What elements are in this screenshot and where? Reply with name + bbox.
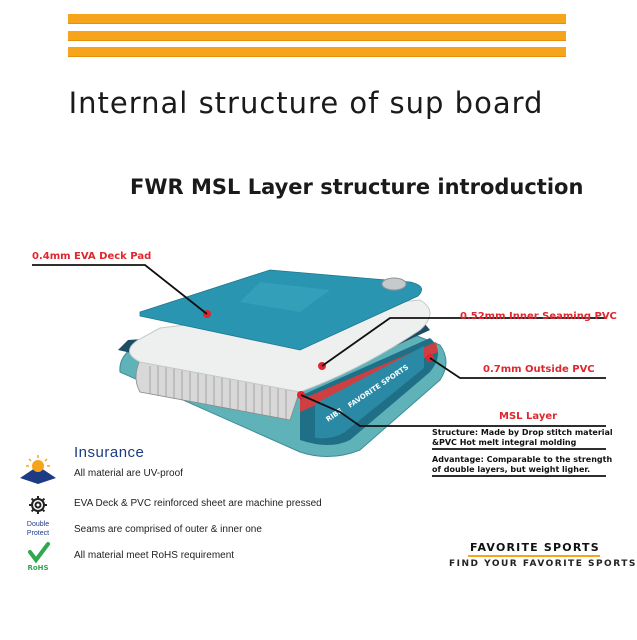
callout-outside-pvc: 0.7mm Outside PVC — [483, 364, 595, 375]
msl-advantage-line-1: Advantage: Comparable to the strength — [432, 455, 613, 464]
valve — [381, 277, 407, 291]
msl-structure-line-2: &PVC Hot melt integral molding — [432, 438, 577, 447]
eva-deck-pad — [139, 269, 422, 351]
svg-text:RoHS: RoHS — [27, 564, 48, 572]
gear-icon — [29, 496, 47, 514]
callout-inner-seaming: 0.52mm Inner Seaming PVC — [460, 311, 617, 322]
double-protect-icon: Double Protect — [26, 521, 50, 537]
msl-advantage-line-2: of double layers, but weight ligher. — [432, 465, 591, 474]
callout-deck-pad: 0.4mm EVA Deck Pad — [32, 251, 152, 262]
insurance-item-pressed: EVA Deck & PVC reinforced sheet are mach… — [74, 498, 322, 509]
rohs-check-icon: RoHS — [27, 542, 50, 572]
brand-tagline: FIND YOUR FAVORITE SPORTS — [449, 559, 637, 569]
msl-structure-line-1: Structure: Made by Drop stitch material — [432, 428, 613, 437]
brand-underline — [468, 555, 600, 557]
section-subtitle: FWR MSL Layer structure introduction — [130, 175, 584, 199]
insurance-item-rohs: All material meet RoHS requirement — [74, 550, 235, 561]
page-title: Internal structure of sup board — [68, 86, 544, 120]
insurance-title: Insurance — [74, 444, 145, 461]
side-brand-panel — [315, 346, 424, 439]
callout-lines — [32, 264, 606, 477]
board-cross-section-diagram: RIBE FAVORITE SPORTS — [32, 264, 606, 477]
insurance-item-seams: Seams are comprised of outer & inner one — [74, 524, 262, 535]
insurance-item-uv: All material are UV-proof — [74, 468, 183, 479]
callout-msl-layer: MSL Layer — [499, 411, 558, 422]
brand-logo: FAVORITE SPORTS — [470, 541, 600, 554]
top-stripe-2 — [68, 31, 566, 40]
top-stripe-1 — [68, 14, 566, 23]
top-stripe-3 — [68, 47, 566, 56]
sun-uv-icon — [20, 455, 56, 484]
